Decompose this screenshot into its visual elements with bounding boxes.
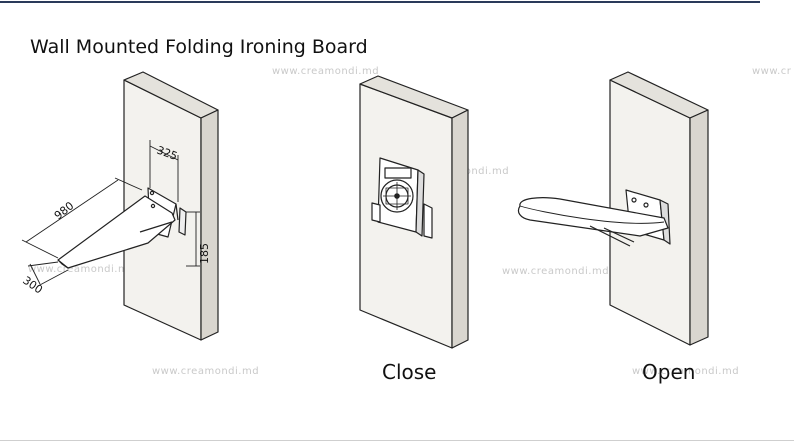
watermark: www.creamondi.md: [502, 266, 610, 277]
ironing-board-dimensioned: [57, 187, 187, 269]
watermark: www.creamondi.md: [28, 264, 136, 275]
ironing-board-folded: [371, 157, 433, 239]
dimension-label-height: 185: [198, 243, 211, 264]
page-title: Wall Mounted Folding Ironing Board: [30, 36, 368, 58]
watermark: www.creamondi.md: [272, 66, 380, 77]
dimension-label-depth: 300: [20, 274, 45, 297]
caption-close: Close: [382, 360, 437, 384]
watermark: www.creamondi.md: [152, 366, 260, 377]
top-rule: [0, 1, 760, 3]
dimension-lines: [21, 140, 200, 287]
dimension-label-length: 980: [52, 199, 77, 222]
caption-open: Open: [642, 360, 696, 384]
watermark: www.cr: [752, 66, 792, 77]
bottom-rule: [0, 440, 794, 441]
watermark: www.creamondi.md: [632, 366, 740, 377]
ironing-board-open: [517, 189, 671, 247]
